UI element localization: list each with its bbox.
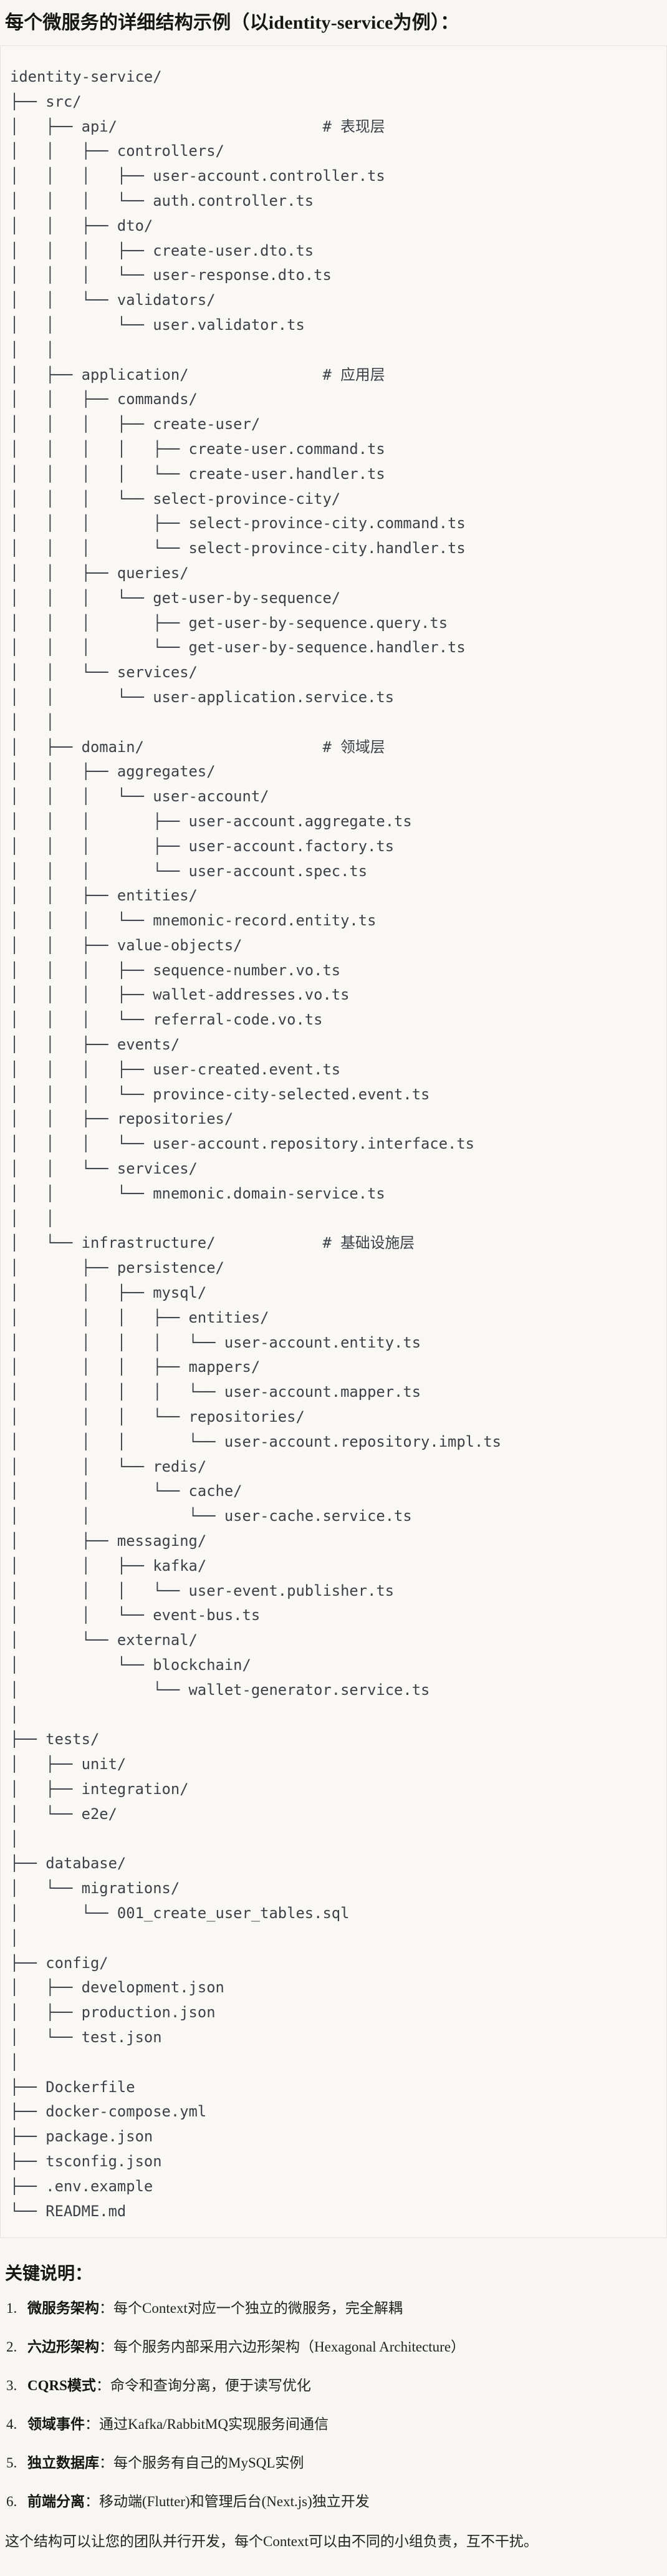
note-number: 5.	[6, 2455, 17, 2471]
note-number: 4.	[6, 2416, 17, 2433]
note-number: 2.	[6, 2339, 17, 2355]
note-desc: ：每个服务有自己的MySQL实例	[99, 2455, 304, 2471]
directory-tree-code-block: identity-service/ ├── src/ │ ├── api/ # …	[0, 46, 667, 2239]
note-number: 1.	[6, 2300, 17, 2317]
notes-heading: 关键说明：	[5, 2264, 93, 2284]
note-item-1: 1. 微服务架构：每个Context对应一个独立的微服务，完全解耦	[5, 2298, 662, 2319]
note-desc: ：命令和查询分离，便于读写优化	[95, 2378, 311, 2394]
note-number: 6.	[6, 2494, 17, 2510]
note-item-3: 3. CQRS模式：命令和查询分离，便于读写优化	[5, 2375, 662, 2396]
note-term: 领域事件	[27, 2416, 85, 2433]
note-desc: ：每个Context对应一个独立的微服务，完全解耦	[99, 2300, 403, 2317]
note-item-2: 2. 六边形架构：每个服务内部采用六边形架构（Hexagonal Architec…	[5, 2337, 662, 2358]
note-term: 前端分离	[27, 2494, 85, 2510]
note-desc: ：通过Kafka/RabbitMQ实现服务间通信	[85, 2416, 329, 2433]
page: { "page": { "title": "每个微服务的详细结构示例（以iden…	[0, 9, 667, 2576]
note-item-5: 5. 独立数据库：每个服务有自己的MySQL实例	[5, 2453, 662, 2474]
closing-paragraph: 这个结构可以让您的团队并行开发，每个Context可以由不同的小组负责，互不干扰…	[5, 2534, 538, 2550]
note-item-4: 4. 领域事件：通过Kafka/RabbitMQ实现服务间通信	[5, 2414, 662, 2435]
note-term: 微服务架构	[27, 2300, 99, 2317]
page-title: 每个微服务的详细结构示例（以identity-service为例）：	[5, 12, 459, 33]
note-term: 六边形架构	[27, 2339, 99, 2355]
notes-list: 1. 微服务架构：每个Context对应一个独立的微服务，完全解耦 2. 六边形架构…	[0, 2298, 667, 2512]
note-term: CQRS模式	[27, 2378, 96, 2394]
note-desc: ：移动端(Flutter)和管理后台(Next.js)独立开发	[85, 2494, 370, 2510]
note-term: 独立数据库	[27, 2455, 99, 2471]
note-number: 3.	[6, 2378, 17, 2394]
note-desc: ：每个服务内部采用六边形架构（Hexagonal Architecture）	[99, 2339, 466, 2355]
note-item-6: 6. 前端分离：移动端(Flutter)和管理后台(Next.js)独立开发	[5, 2491, 662, 2512]
